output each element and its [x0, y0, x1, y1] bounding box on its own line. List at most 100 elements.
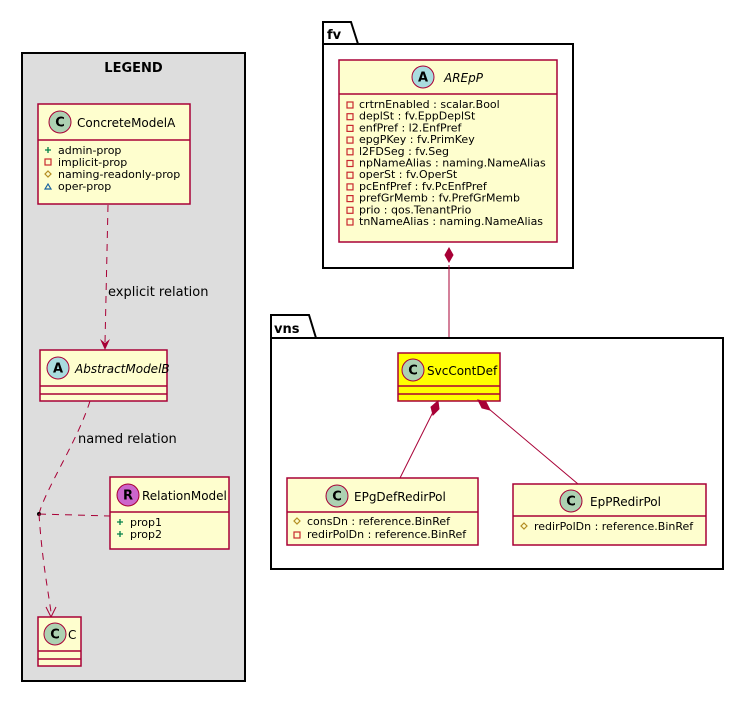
composition-diamond [477, 399, 491, 411]
class-stereotype-icon [325, 484, 349, 508]
class-name: EPgDefRedirPol [354, 490, 446, 504]
composition-edge-svccontdef-epp [488, 408, 579, 485]
attr-label: operSt : fv.OperSt [359, 168, 458, 181]
attribute-item: prefGrMemb : fv.PrefGrMemb [346, 192, 520, 205]
attribute-item: npNameAlias : naming.NameAlias [346, 157, 546, 170]
protected-icon [520, 522, 528, 530]
class-abstract-model-b[interactable]: A AbstractModelB [39, 349, 170, 402]
private-icon [44, 158, 52, 166]
private-icon [346, 218, 354, 226]
private-icon [346, 171, 354, 179]
protected-icon [44, 170, 52, 178]
package-title: vns [274, 322, 300, 337]
stereotype-letter: C [566, 495, 576, 510]
stereotype-letter: C [332, 490, 342, 505]
attr-oper-prop: oper-prop [43, 180, 111, 193]
relation-stereotype-icon [116, 483, 140, 507]
class-stereotype-icon [48, 110, 72, 134]
package-icon [43, 182, 53, 190]
composition-edge-svccontdef-epgdefredirpol [399, 411, 434, 479]
class-arepp[interactable]: A AREpP crtrnEnabled : scalar.BooldeplSt… [338, 59, 558, 243]
public-icon [45, 147, 51, 153]
class-eppredirpol[interactable]: C EpPRedirPol redirPolDn : reference.Bin… [512, 483, 707, 546]
attr-redirpoldn: redirPolDn : reference.BinRef [520, 520, 694, 533]
class-name: SvcContDef [427, 364, 498, 378]
attr-label: redirPolDn : reference.BinRef [307, 528, 467, 541]
named-relation-target-edge [38, 513, 52, 613]
attribute-item: crtrnEnabled : scalar.Bool [346, 98, 500, 111]
package-title: fv [327, 28, 342, 43]
private-icon [293, 531, 301, 539]
class-epgdefredirpol[interactable]: C EPgDefRedirPol consDn : reference.BinR… [286, 477, 479, 546]
class-stereotype-icon [43, 622, 67, 646]
attr-prop1: prop1 [117, 516, 162, 529]
package-vns: vns C SvcContDef C EPgDefRedirPol consDn… [270, 314, 724, 570]
attribute-item: l2FDSeg : fv.Seg [346, 145, 449, 158]
stereotype-letter: A [418, 71, 428, 86]
composition-diamond [430, 400, 440, 416]
class-stereotype-icon [401, 358, 425, 382]
private-icon [346, 206, 354, 214]
attr-label: implicit-prop [58, 156, 127, 169]
abstract-stereotype-icon [411, 65, 435, 89]
stereotype-letter: C [408, 364, 418, 379]
private-icon [346, 183, 354, 191]
attribute-item: pcEnfPref : fv.PcEnfPref [346, 180, 488, 193]
abstract-stereotype-icon [46, 356, 70, 380]
private-icon [346, 195, 354, 203]
private-icon [346, 124, 354, 133]
attr-label: tnNameAlias : naming.NameAlias [359, 215, 543, 228]
attr-label: l2FDSeg : fv.Seg [359, 145, 449, 158]
legend-title: LEGEND [104, 61, 163, 76]
named-relation-edge [38, 400, 91, 515]
public-icon [117, 519, 123, 525]
attr-label: admin-prop [58, 144, 121, 157]
private-icon [346, 113, 354, 121]
attr-naming-readonly-prop: naming-readonly-prop [44, 168, 180, 181]
attr-label: crtrnEnabled : scalar.Bool [359, 98, 500, 111]
private-icon [346, 159, 354, 168]
composition-diamond [444, 246, 454, 264]
attribute-item: prio : qos.TenantPrio [346, 203, 472, 216]
package-fv: fv A AREpP crtrnEnabled : scalar.Booldep… [322, 21, 574, 269]
attr-label: enfPref : l2.EnfPref [359, 121, 463, 134]
stereotype-letter: A [53, 362, 63, 377]
class-name: C [68, 628, 76, 642]
explicit-relation-label: explicit relation [108, 285, 208, 300]
class-svccontdef[interactable]: C SvcContDef [397, 352, 501, 402]
private-icon [346, 101, 354, 109]
stereotype-letter: C [55, 116, 65, 131]
attr-label: prefGrMemb : fv.PrefGrMemb [359, 192, 520, 205]
explicit-relation-edge [104, 204, 109, 344]
stereotype-letter: R [123, 489, 133, 504]
class-name: RelationModel [142, 489, 227, 503]
attr-label: naming-readonly-prop [58, 168, 180, 181]
attr-label: prop1 [130, 516, 162, 529]
legend-panel: LEGEND C ConcreteModelA admin-prop impli… [21, 52, 246, 682]
attribute-item: operSt : fv.OperSt [346, 168, 458, 181]
attr-label: deplSt : fv.EppDeplSt [359, 110, 476, 123]
attribute-item: enfPref : l2.EnfPref [346, 121, 463, 134]
class-name: AbstractModelB [74, 362, 170, 376]
class-concrete-model-a[interactable]: C ConcreteModelA admin-prop implicit-pro… [37, 103, 191, 205]
attr-label: pcEnfPref : fv.PcEnfPref [359, 180, 488, 193]
attr-label: prio : qos.TenantPrio [359, 203, 472, 216]
class-name: AREpP [443, 71, 484, 85]
stereotype-letter: C [50, 628, 60, 643]
private-icon [346, 136, 354, 144]
class-name: EpPRedirPol [590, 495, 661, 509]
class-relation-model[interactable]: R RelationModel prop1 prop2 [109, 476, 230, 550]
attr-label: prop2 [130, 528, 162, 541]
attr-label: npNameAlias : naming.NameAlias [359, 157, 546, 170]
explicit-relation-arrowhead [100, 339, 110, 350]
public-icon [117, 531, 123, 537]
protected-icon [293, 517, 301, 525]
attr-consdn: consDn : reference.BinRef [293, 515, 451, 528]
class-c[interactable]: C C [37, 616, 82, 667]
attr-redirpoldn: redirPolDn : reference.BinRef [293, 528, 467, 541]
attr-label: epgPKey : fv.PrimKey [359, 133, 475, 146]
class-stereotype-icon [559, 489, 583, 513]
private-icon [346, 148, 354, 156]
